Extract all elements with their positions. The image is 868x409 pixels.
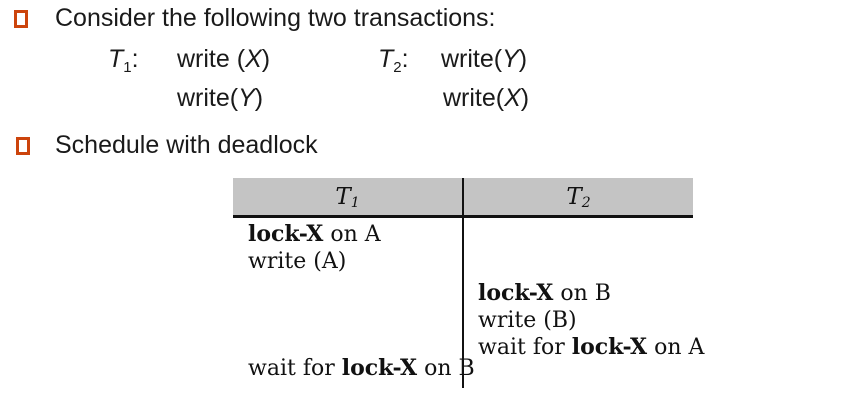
t1-op1-pre: write (	[177, 45, 246, 73]
t2-op2-var: X	[504, 84, 521, 112]
t2-op1: write(Y)	[441, 44, 527, 74]
t2-op2-pre: write(	[443, 84, 505, 112]
bullet-text-consider: Consider the following two transactions:	[55, 4, 496, 32]
t2-op1-var: Y	[502, 45, 519, 73]
t1-step-wait: wait for lock-X on B	[248, 355, 475, 382]
t1-op2-var: Y	[238, 84, 255, 112]
bullet-square-icon	[16, 137, 30, 155]
t2-step-lock: lock-X on B	[478, 280, 611, 307]
t1-step-wait-post: on B	[417, 356, 475, 381]
t1-step-wait-pre: wait for	[248, 356, 342, 381]
t1-label: T1:	[108, 44, 139, 76]
t1-op1: write (X)	[177, 44, 270, 74]
t1-colon: :	[131, 45, 139, 73]
table-column-divider	[462, 178, 464, 388]
t2-step-write: write (B)	[478, 308, 577, 333]
t2-step-lock-keyword: lock-X	[478, 280, 554, 306]
t2-step-wait-pre: wait for	[478, 335, 572, 360]
t2-label: T2:	[378, 44, 409, 76]
t2-op1-pre: write(	[441, 45, 503, 73]
t2-subscript: 2	[393, 59, 402, 76]
t1-step-lock-post: on A	[323, 222, 381, 247]
t1-op2-post: )	[254, 84, 264, 112]
t2-step-wait: wait for lock-X on A	[478, 334, 704, 361]
bullet-square-icon	[14, 10, 28, 28]
table-header-t1-name: T	[335, 183, 351, 210]
t1-step-lock: lock-X on A	[248, 221, 381, 248]
bullet-text-schedule: Schedule with deadlock	[55, 131, 318, 159]
t2-step-wait-keyword: lock-X	[571, 334, 648, 360]
table-header-t2-name: T	[566, 183, 582, 210]
t2-name: T	[378, 45, 394, 73]
t1-op2-pre: write(	[177, 84, 239, 112]
t1-subscript: 1	[123, 59, 132, 76]
t1-op1-var: X	[245, 45, 262, 73]
t2-op2-post: )	[520, 84, 530, 112]
t1-op2: write(Y)	[177, 83, 263, 113]
t1-op1-post: )	[261, 45, 271, 73]
t1-step-wait-keyword: lock-X	[341, 355, 418, 381]
t2-op1-post: )	[518, 45, 528, 73]
t1-step-write: write (A)	[248, 249, 347, 274]
t2-step-wait-post: on A	[647, 335, 705, 360]
t1-step-lock-keyword: lock-X	[248, 221, 324, 247]
t2-colon: :	[401, 45, 409, 73]
t2-step-lock-post: on B	[553, 281, 611, 306]
t1-name: T	[108, 45, 124, 73]
t2-op2: write(X)	[443, 83, 529, 113]
